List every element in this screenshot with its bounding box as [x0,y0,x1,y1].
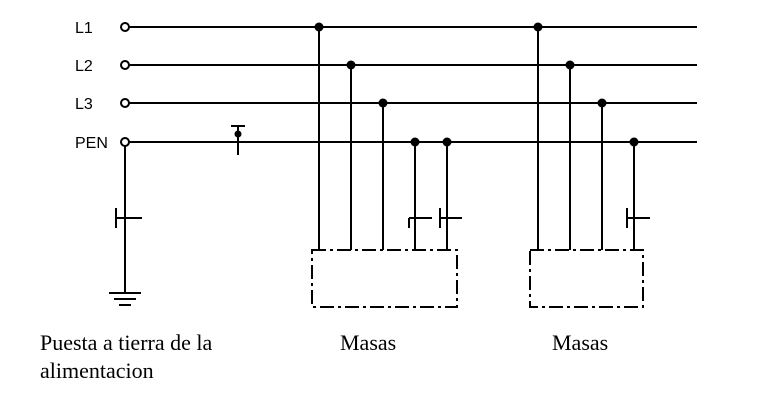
supply-earthing-caption-line1: Puesta a tierra de la [40,330,213,355]
terminal-l2 [120,60,130,70]
label-l1: L1 [75,20,93,37]
masas-2-enclosure [529,249,644,308]
supply-earth [109,146,142,306]
pen-test-point [231,125,245,155]
label-pen: PEN [75,135,108,152]
label-l2: L2 [75,58,93,75]
terminal-pen [120,137,130,147]
masas-caption-2: Masas [552,330,609,355]
masas-1-enclosure [311,249,458,308]
supply-earthing-caption: Puesta a tierra de la alimentacion [40,329,300,385]
terminal-l1 [120,22,130,32]
load-2-drops [537,27,650,250]
junction-dots [234,22,639,147]
terminal-l3 [120,98,130,108]
label-l3: L3 [75,96,93,113]
supply-earthing-caption-line2: alimentacion [40,358,154,383]
load-1-drops [318,27,462,250]
masas-caption-1: Masas [340,330,397,355]
